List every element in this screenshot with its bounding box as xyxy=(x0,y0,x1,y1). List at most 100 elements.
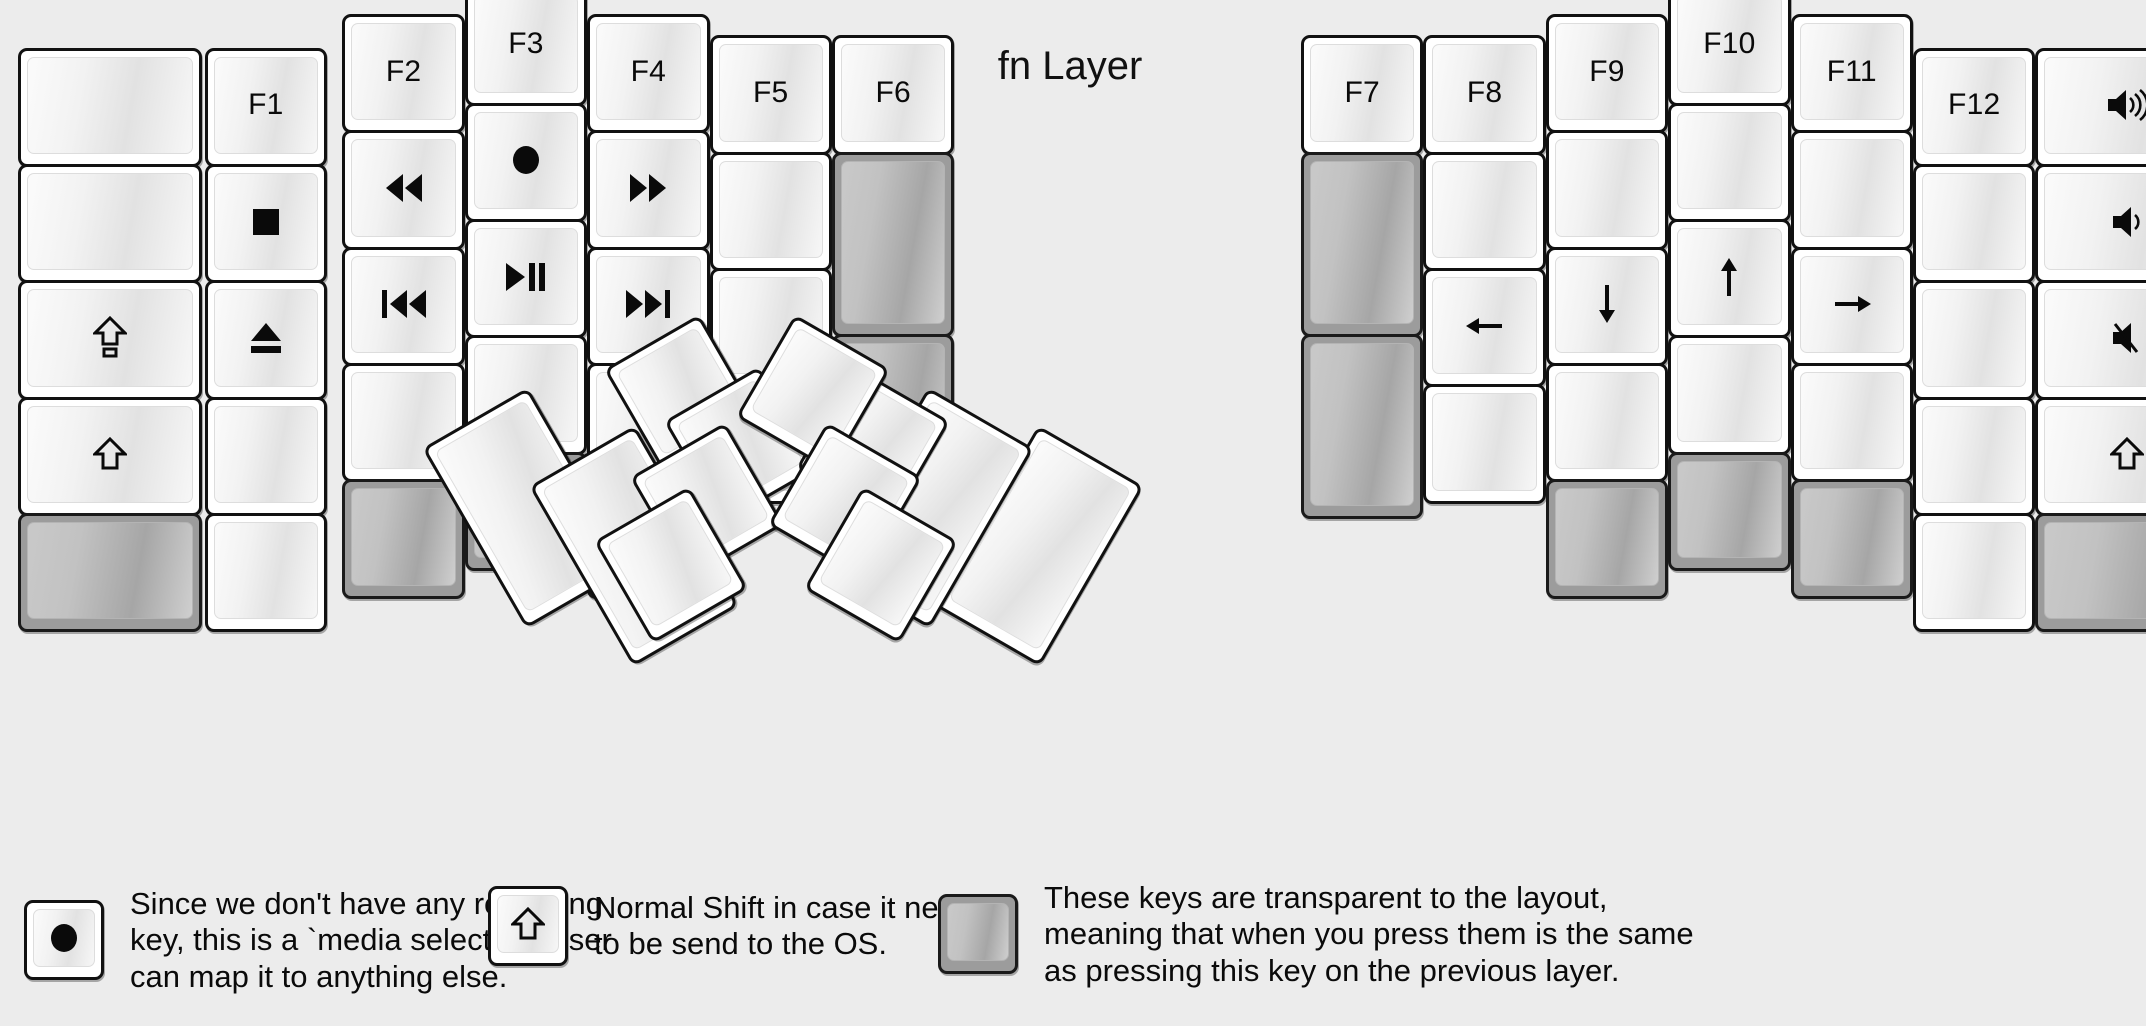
legend-key-1 xyxy=(24,900,104,981)
key-cap xyxy=(351,139,456,237)
right-key-pinky-r2[interactable] xyxy=(1913,164,2036,284)
key-label: F3 xyxy=(508,27,544,61)
left-key-inner-r1[interactable]: F6 xyxy=(831,35,955,155)
right-key-index-inner-r4[interactable] xyxy=(1423,384,1546,504)
right-key-ring-r4[interactable] xyxy=(1790,363,1913,483)
key-cap: F10 xyxy=(1677,0,1782,93)
left-key-index-r1[interactable]: F4 xyxy=(587,14,710,134)
right-key-index-inner-r2[interactable] xyxy=(1423,151,1546,272)
legend-key-3 xyxy=(938,894,1018,975)
left-key-pinky-outer-r5[interactable] xyxy=(18,513,202,633)
right-key-inner-r3[interactable] xyxy=(1301,333,1424,519)
key-cap xyxy=(27,173,193,271)
left-key-index-inner-r2[interactable] xyxy=(709,151,832,272)
right-key-inner-r2[interactable] xyxy=(1301,151,1424,337)
right-key-index-r4[interactable] xyxy=(1545,363,1669,483)
key-cap xyxy=(1554,372,1660,470)
left-key-ring-r4[interactable] xyxy=(342,363,465,483)
right-key-index-r2[interactable] xyxy=(1545,130,1669,250)
left-key-pinky-outer-r2[interactable] xyxy=(18,164,202,284)
left-key-pinky-outer-r4[interactable] xyxy=(18,396,202,516)
key-cap xyxy=(1799,488,1904,586)
key-cap: F5 xyxy=(718,44,823,142)
right-key-ring-r3[interactable] xyxy=(1790,246,1913,366)
left-key-pinky-r4[interactable] xyxy=(204,396,328,516)
right-key-pinky-r4[interactable] xyxy=(1913,396,2036,516)
right-key-middle-r1[interactable]: F10 xyxy=(1668,0,1791,106)
right-key-index-r1[interactable]: F9 xyxy=(1545,14,1669,134)
media-record-icon xyxy=(510,145,542,175)
left-key-ring-r5[interactable] xyxy=(342,479,465,599)
key-cap: F1 xyxy=(213,56,319,154)
key-cap xyxy=(840,160,946,324)
legend-item-3: These keys are transparent to the layout… xyxy=(938,880,1694,989)
key-label: F7 xyxy=(1344,76,1380,110)
right-key-pinky-r3[interactable] xyxy=(1913,280,2036,400)
right-key-middle-r3[interactable] xyxy=(1668,219,1791,339)
right-key-middle-r4[interactable] xyxy=(1668,335,1791,455)
right-key-ring-r2[interactable] xyxy=(1790,130,1913,250)
right-key-pinky-outer-r2[interactable] xyxy=(2035,164,2146,284)
left-key-ring-r3[interactable] xyxy=(342,246,465,366)
right-key-index-r5[interactable] xyxy=(1545,479,1669,599)
key-cap xyxy=(473,228,579,326)
right-key-pinky-outer-r5[interactable] xyxy=(2035,513,2146,633)
key-cap xyxy=(1432,277,1537,375)
key-cap xyxy=(1799,372,1904,470)
left-key-pinky-outer-r1[interactable] xyxy=(18,47,202,167)
caps-lock-icon xyxy=(92,315,127,360)
left-key-pinky-r3[interactable] xyxy=(204,280,328,400)
right-key-ring-r1[interactable]: F11 xyxy=(1790,14,1913,134)
legend: Since we don't have any recording key, t… xyxy=(18,866,2128,1016)
right-key-pinky-outer-r1[interactable] xyxy=(2035,47,2146,167)
left-key-pinky-r1[interactable]: F1 xyxy=(204,47,328,167)
shift-icon xyxy=(2110,437,2145,471)
key-cap xyxy=(1799,255,1904,353)
key-cap: F3 xyxy=(473,0,579,93)
right-key-pinky-outer-r4[interactable] xyxy=(2035,396,2146,516)
key-cap xyxy=(213,289,319,387)
key-cap xyxy=(1554,488,1660,586)
key-label: F11 xyxy=(1826,54,1877,88)
key-cap xyxy=(27,522,193,620)
right-key-pinky-r5[interactable] xyxy=(1913,513,2036,633)
left-key-index-r2[interactable] xyxy=(587,130,710,250)
right-key-middle-r5[interactable] xyxy=(1668,451,1791,572)
key-cap xyxy=(1432,393,1537,491)
right-key-pinky-outer-r3[interactable] xyxy=(2035,280,2146,400)
left-key-middle-r1[interactable]: F3 xyxy=(464,0,588,106)
left-key-ring-r1[interactable]: F2 xyxy=(342,14,465,134)
left-key-pinky-r5[interactable] xyxy=(204,513,328,633)
right-key-index-inner-r1[interactable]: F8 xyxy=(1423,35,1546,155)
key-cap xyxy=(1677,460,1782,559)
key-label: F8 xyxy=(1466,76,1503,110)
left-key-pinky-r2[interactable] xyxy=(204,164,328,284)
key-cap xyxy=(1922,405,2027,503)
key-cap xyxy=(213,173,319,271)
key-cap: F12 xyxy=(1922,56,2027,154)
left-key-index-inner-r1[interactable]: F5 xyxy=(709,35,832,155)
key-cap xyxy=(1554,139,1660,237)
key-cap xyxy=(1677,344,1782,442)
key-cap xyxy=(1432,160,1537,259)
right-key-pinky-r1[interactable]: F12 xyxy=(1913,47,2036,167)
key-cap xyxy=(1922,173,2027,271)
arrow-down-icon xyxy=(1592,285,1622,324)
left-key-inner-r2[interactable] xyxy=(831,151,955,337)
right-key-index-inner-r3[interactable] xyxy=(1423,268,1546,388)
left-key-middle-r3[interactable] xyxy=(464,219,588,339)
key-cap xyxy=(947,903,1009,962)
left-key-ring-r2[interactable] xyxy=(342,130,465,250)
right-key-inner-r1[interactable]: F7 xyxy=(1301,35,1424,155)
right-key-index-r3[interactable] xyxy=(1545,246,1669,366)
left-key-pinky-outer-r3[interactable] xyxy=(18,280,202,400)
key-cap xyxy=(1922,289,2027,387)
right-key-middle-r2[interactable] xyxy=(1668,102,1791,223)
legend-text-3: These keys are transparent to the layout… xyxy=(1044,880,1694,988)
right-key-ring-r5[interactable] xyxy=(1790,479,1913,599)
key-label: F6 xyxy=(875,76,911,110)
left-key-middle-r2[interactable] xyxy=(464,102,588,223)
key-cap xyxy=(2044,289,2146,387)
